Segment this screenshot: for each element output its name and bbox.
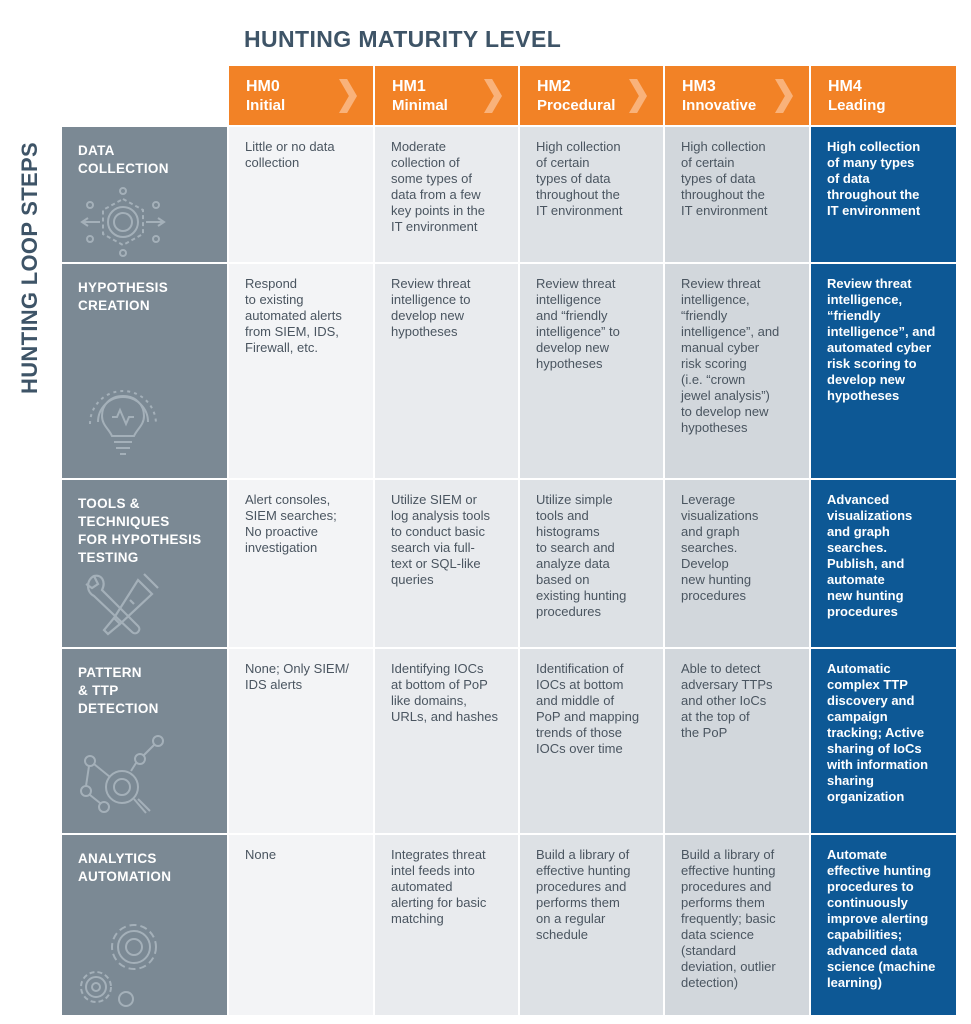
- level-header-hm2: HM2 Procedural: [520, 66, 663, 125]
- level-name: Leading: [828, 97, 886, 114]
- cell-pattern-hm1: Identifying IOCs at bottom of PoP like d…: [375, 649, 518, 833]
- cell-analytics-hm2: Build a library of effective hunting pro…: [520, 835, 663, 1015]
- level-name: Procedural: [537, 97, 616, 114]
- cell-data-collection-hm4: High collection of many types of data th…: [811, 127, 956, 262]
- level-code: HM0: [246, 78, 280, 95]
- cell-data-collection-hm1: Moderate collection of some types of dat…: [375, 127, 518, 262]
- level-header-hm1: HM1 Minimal: [375, 66, 518, 125]
- step-analytics-automation: ANALYTICS AUTOMATION: [62, 835, 227, 1015]
- cell-pattern-hm4: Automatic complex TTP discovery and camp…: [811, 649, 956, 833]
- cell-tools-hm2: Utilize simple tools and histograms to s…: [520, 480, 663, 647]
- maturity-matrix: HM0 Initial HM1 Minimal HM2 Procedural H…: [62, 66, 956, 1015]
- page-title: HUNTING MATURITY LEVEL: [244, 26, 562, 52]
- level-header-hm0: HM0 Initial: [229, 66, 373, 125]
- cell-data-collection-hm0: Little or no data collection: [229, 127, 373, 262]
- wrench-screwdriver-icon: [76, 566, 170, 640]
- cell-analytics-hm1: Integrates threat intel feeds into autom…: [375, 835, 518, 1015]
- level-code: HM1: [392, 78, 426, 95]
- step-label: TOOLS & TECHNIQUES FOR HYPOTHESIS TESTIN…: [78, 496, 202, 565]
- step-pattern-ttp-detection: PATTERN & TTP DETECTION: [62, 649, 227, 833]
- cell-tools-hm4: Advanced visualizations and graph search…: [811, 480, 956, 647]
- step-tools-techniques: TOOLS & TECHNIQUES FOR HYPOTHESIS TESTIN…: [62, 480, 227, 647]
- level-code: HM4: [828, 78, 862, 95]
- level-header-hm3: HM3 Innovative: [665, 66, 809, 125]
- cell-hypothesis-creation-hm2: Review threat intelligence and “friendly…: [520, 264, 663, 478]
- level-code: HM2: [537, 78, 571, 95]
- level-name: Minimal: [392, 97, 448, 114]
- step-hypothesis-creation: HYPOTHESIS CREATION: [62, 264, 227, 478]
- cell-hypothesis-creation-hm4: Review threat intelligence, “friendly in…: [811, 264, 956, 478]
- cell-analytics-hm0: None: [229, 835, 373, 1015]
- cell-data-collection-hm2: High collection of certain types of data…: [520, 127, 663, 262]
- level-header-hm4: HM4 Leading: [811, 66, 956, 125]
- level-name: Innovative: [682, 97, 757, 114]
- cell-analytics-hm4: Automate effective hunting procedures to…: [811, 835, 956, 1015]
- data-collection-icon: [76, 185, 170, 259]
- level-name: Initial: [246, 97, 286, 114]
- lightbulb-icon: [76, 384, 170, 458]
- cell-tools-hm0: Alert consoles, SIEM searches; No proact…: [229, 480, 373, 647]
- level-code: HM3: [682, 78, 716, 95]
- step-label: DATA COLLECTION: [78, 143, 169, 176]
- cell-analytics-hm3: Build a library of effective hunting pro…: [665, 835, 809, 1015]
- cell-hypothesis-creation-hm1: Review threat intelligence to develop ne…: [375, 264, 518, 478]
- cell-tools-hm3: Leverage visualizations and graph search…: [665, 480, 809, 647]
- step-label: HYPOTHESIS CREATION: [78, 280, 169, 313]
- step-label: ANALYTICS AUTOMATION: [78, 851, 172, 884]
- cell-pattern-hm0: None; Only SIEM/ IDS alerts: [229, 649, 373, 833]
- cell-pattern-hm3: Able to detect adversary TTPs and other …: [665, 649, 809, 833]
- pattern-search-icon: [76, 733, 170, 825]
- step-label: PATTERN & TTP DETECTION: [78, 665, 159, 716]
- cell-hypothesis-creation-hm3: Review threat intelligence, “friendly in…: [665, 264, 809, 478]
- cell-data-collection-hm3: High collection of certain types of data…: [665, 127, 809, 262]
- cell-hypothesis-creation-hm0: Respond to existing automated alerts fro…: [229, 264, 373, 478]
- step-data-collection: DATA COLLECTION: [62, 127, 227, 262]
- cell-tools-hm1: Utilize SIEM or log analysis tools to co…: [375, 480, 518, 647]
- cell-pattern-hm2: Identification of IOCs at bottom and mid…: [520, 649, 663, 833]
- side-axis-title: HUNTING LOOP STEPS: [17, 142, 42, 394]
- gears-icon: [76, 913, 170, 1009]
- header-corner: [62, 66, 227, 125]
